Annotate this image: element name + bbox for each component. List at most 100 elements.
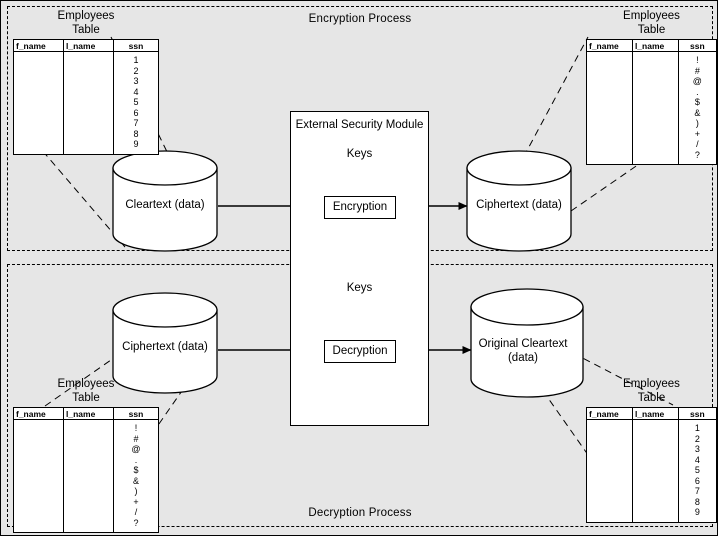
ssn-value: + <box>694 128 700 139</box>
original-cleartext-cylinder-label-line1: Original Cleartext <box>478 338 568 350</box>
f-name-cell <box>586 51 633 165</box>
ciphertext-top-cylinder-label: Ciphertext (data) <box>476 199 562 211</box>
table-header-row: f_name l_name ssn <box>13 39 159 52</box>
decryption-box: Decryption <box>324 340 396 363</box>
keys-label-decryption: Keys <box>346 282 373 294</box>
ssn-value: ! <box>696 55 699 65</box>
ssn-value-list: !#@.$&)+/? <box>114 420 158 532</box>
ssn-value: ! <box>134 423 138 433</box>
column-header-f-name: f_name <box>13 39 64 52</box>
employees-table-title: Employees Table <box>623 10 680 36</box>
table-row: !#@.$&)+/? <box>13 419 159 533</box>
external-security-module: External Security Module Keys Keys Encry… <box>290 111 429 426</box>
column-header-l-name: l_name <box>632 39 679 52</box>
column-header-f-name: f_name <box>586 39 633 52</box>
l-name-cell <box>632 51 679 165</box>
ssn-value: $ <box>133 465 139 475</box>
cleartext-cylinder: Cleartext (data) <box>113 151 217 251</box>
encryption-process-title: Encryption Process <box>308 13 412 25</box>
ssn-value: 7 <box>133 118 139 128</box>
ssn-value: . <box>134 454 138 465</box>
ssn-value: 9 <box>694 507 700 517</box>
ssn-value: 4 <box>133 86 139 97</box>
ssn-value: 5 <box>133 97 139 107</box>
table-header-row: f_name l_name ssn <box>13 407 159 420</box>
ssn-value: 3 <box>133 76 139 86</box>
ssn-value: 1 <box>694 423 700 433</box>
ssn-value: & <box>132 475 139 486</box>
ssn-value: / <box>134 507 138 517</box>
column-header-f-name: f_name <box>13 407 64 420</box>
ssn-value: 4 <box>694 454 700 465</box>
employees-table: f_name l_name ssn !#@.$&)+/? <box>586 39 717 165</box>
original-cleartext-cylinder-shape <box>470 288 584 398</box>
ssn-value: 9 <box>133 139 139 149</box>
original-cleartext-cylinder: Original Cleartext (data) <box>467 290 579 398</box>
ssn-cell: !#@.$&)+/? <box>113 419 159 533</box>
employees-table-top-right: Employees Table f_name l_name ssn !#@.$&… <box>586 9 717 165</box>
ssn-value: $ <box>694 97 700 107</box>
table-header-row: f_name l_name ssn <box>586 407 717 420</box>
f-name-cell <box>13 51 64 154</box>
decryption-process-title: Decryption Process <box>308 507 412 519</box>
l-name-cell <box>632 419 679 522</box>
column-header-ssn: ssn <box>678 39 717 52</box>
employees-table: f_name l_name ssn !#@.$&)+/? <box>13 407 159 533</box>
ssn-value: 8 <box>133 128 139 139</box>
column-header-ssn: ssn <box>113 39 159 52</box>
ciphertext-bottom-cylinder-shape <box>112 292 218 394</box>
l-name-cell <box>63 51 114 154</box>
ssn-value: # <box>133 433 139 444</box>
ssn-cell: !#@.$&)+/? <box>678 51 717 165</box>
keys-label-encryption: Keys <box>346 148 373 160</box>
column-header-ssn: ssn <box>113 407 159 420</box>
ssn-value: ) <box>695 118 699 128</box>
ssn-value: 6 <box>694 475 700 486</box>
cleartext-cylinder-shape <box>112 150 218 252</box>
l-name-cell <box>63 419 114 533</box>
ssn-value: 7 <box>694 486 700 496</box>
column-header-l-name: l_name <box>63 407 114 420</box>
column-header-ssn: ssn <box>678 407 717 420</box>
ssn-value: & <box>694 107 701 118</box>
employees-table-bottom-left: Employees Table f_name l_name ssn !#@.$&… <box>13 377 159 533</box>
ssn-value-list: !#@.$&)+/? <box>679 52 716 164</box>
ssn-value: ) <box>134 486 138 496</box>
f-name-cell <box>13 419 64 533</box>
ssn-value: # <box>694 65 700 76</box>
ciphertext-top-cylinder-shape <box>466 150 572 252</box>
ssn-value: 3 <box>694 444 700 454</box>
ssn-value: 8 <box>694 496 700 507</box>
employees-table-title: Employees Table <box>57 378 115 404</box>
column-header-l-name: l_name <box>632 407 679 420</box>
ssn-value: . <box>696 86 699 97</box>
ssn-value: + <box>133 496 139 507</box>
ssn-value: 2 <box>133 65 139 76</box>
original-cleartext-cylinder-label-line2: (data) <box>507 352 539 364</box>
ssn-value: ? <box>694 149 700 160</box>
employees-table-title: Employees Table <box>57 10 115 36</box>
column-header-l-name: l_name <box>63 39 114 52</box>
ssn-value: 2 <box>694 433 700 444</box>
encryption-box: Encryption <box>324 196 396 219</box>
ssn-value: / <box>696 139 699 149</box>
ssn-value: 6 <box>133 107 139 118</box>
table-row: !#@.$&)+/? <box>586 51 717 165</box>
f-name-cell <box>586 419 633 522</box>
ssn-value: 1 <box>133 55 139 65</box>
employees-table-title: Employees Table <box>623 378 680 404</box>
external-security-module-title: External Security Module <box>295 119 424 131</box>
table-header-row: f_name l_name ssn <box>586 39 717 52</box>
ssn-value: ? <box>133 517 139 528</box>
